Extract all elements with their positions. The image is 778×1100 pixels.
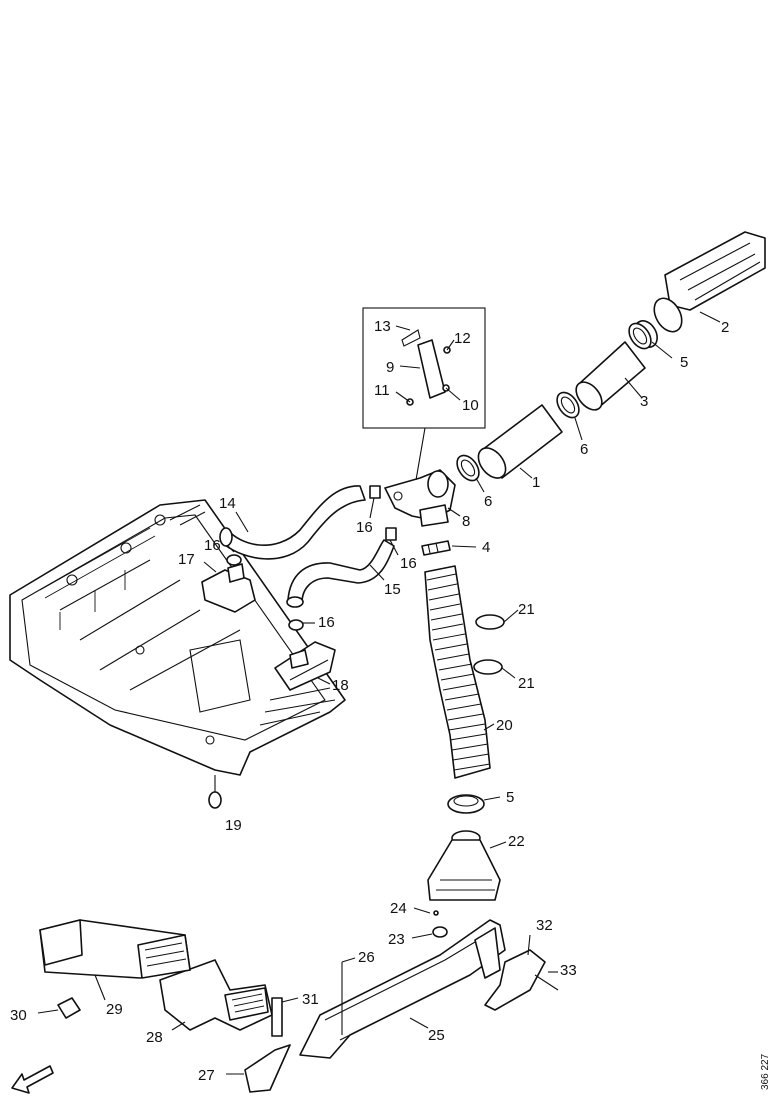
part-29-rear-duct <box>39 919 191 979</box>
part-17-outlet <box>201 563 256 613</box>
callout-16b: 16 <box>400 555 417 572</box>
leader-lines <box>37 311 721 1075</box>
callout-5a: 5 <box>680 354 688 371</box>
callout-31: 31 <box>302 991 319 1008</box>
callout-13: 13 <box>374 318 391 335</box>
parts-23-24-fasteners <box>432 910 448 938</box>
callout-20: 20 <box>496 717 513 734</box>
callout-11: 11 <box>374 382 390 399</box>
detail-inset-box <box>362 307 486 481</box>
callout-30: 30 <box>10 1007 27 1024</box>
callout-16c: 16 <box>204 537 221 554</box>
callout-15: 15 <box>384 581 401 598</box>
callout-16d: 16 <box>318 614 335 631</box>
part-28-curved-duct <box>159 959 273 1031</box>
callout-21b: 21 <box>518 675 535 692</box>
part-3-duct <box>575 341 646 411</box>
part-5-lower-clamp <box>447 794 485 814</box>
callout-17: 17 <box>178 551 195 568</box>
callout-26: 26 <box>358 949 375 966</box>
part-16-small-clamps <box>226 485 397 631</box>
callout-10: 10 <box>462 397 479 414</box>
part-8-distributor <box>384 469 456 527</box>
callout-16a: 16 <box>356 519 373 536</box>
part-22-adapter <box>427 830 501 901</box>
part-14-hose <box>219 485 366 560</box>
part-30-clip <box>57 997 81 1019</box>
callout-8: 8 <box>462 513 470 530</box>
callout-33: 33 <box>560 962 577 979</box>
vehicle-floor-panel <box>9 499 346 776</box>
callout-24: 24 <box>390 900 407 917</box>
part-32-33-side-outlet <box>484 949 559 1011</box>
part-20-flex-hose <box>424 565 491 779</box>
callout-21a: 21 <box>518 601 535 618</box>
part-25-floor-duct <box>299 919 506 1059</box>
callout-6b: 6 <box>484 493 492 510</box>
part-18-outlet <box>274 641 336 691</box>
callout-29: 29 <box>106 1001 123 1018</box>
part-19-grommet <box>208 775 222 809</box>
part-15-hose <box>286 539 395 608</box>
callout-6a: 6 <box>580 441 588 458</box>
callout-14: 14 <box>219 495 236 512</box>
callout-3: 3 <box>640 393 648 410</box>
forward-direction-arrow-icon <box>11 1065 54 1094</box>
callout-labels: 1 2 3 4 5 5 6 6 8 9 10 11 12 13 14 15 16… <box>10 318 729 1084</box>
callout-27: 27 <box>198 1067 215 1084</box>
part-1-duct <box>477 404 563 479</box>
callout-9: 9 <box>386 359 394 376</box>
clamp-rings <box>456 322 652 482</box>
part-21-ring-clamps <box>473 614 505 675</box>
callout-19: 19 <box>225 817 242 834</box>
callout-28: 28 <box>146 1029 163 1046</box>
part-2-air-intake <box>634 231 766 348</box>
callout-12: 12 <box>454 330 471 347</box>
callout-23: 23 <box>388 931 405 948</box>
part-27-outlet <box>244 1044 291 1093</box>
callout-2: 2 <box>721 319 729 336</box>
callout-4: 4 <box>482 539 490 556</box>
part-4-coupling <box>421 540 451 556</box>
callout-18: 18 <box>332 677 349 694</box>
part-31-bracket <box>271 997 283 1037</box>
callout-5b: 5 <box>506 789 514 806</box>
reference-code: 366 227 <box>760 1053 771 1090</box>
callout-32: 32 <box>536 917 553 934</box>
callout-22: 22 <box>508 833 525 850</box>
callout-25: 25 <box>428 1027 445 1044</box>
callout-1: 1 <box>532 474 540 491</box>
